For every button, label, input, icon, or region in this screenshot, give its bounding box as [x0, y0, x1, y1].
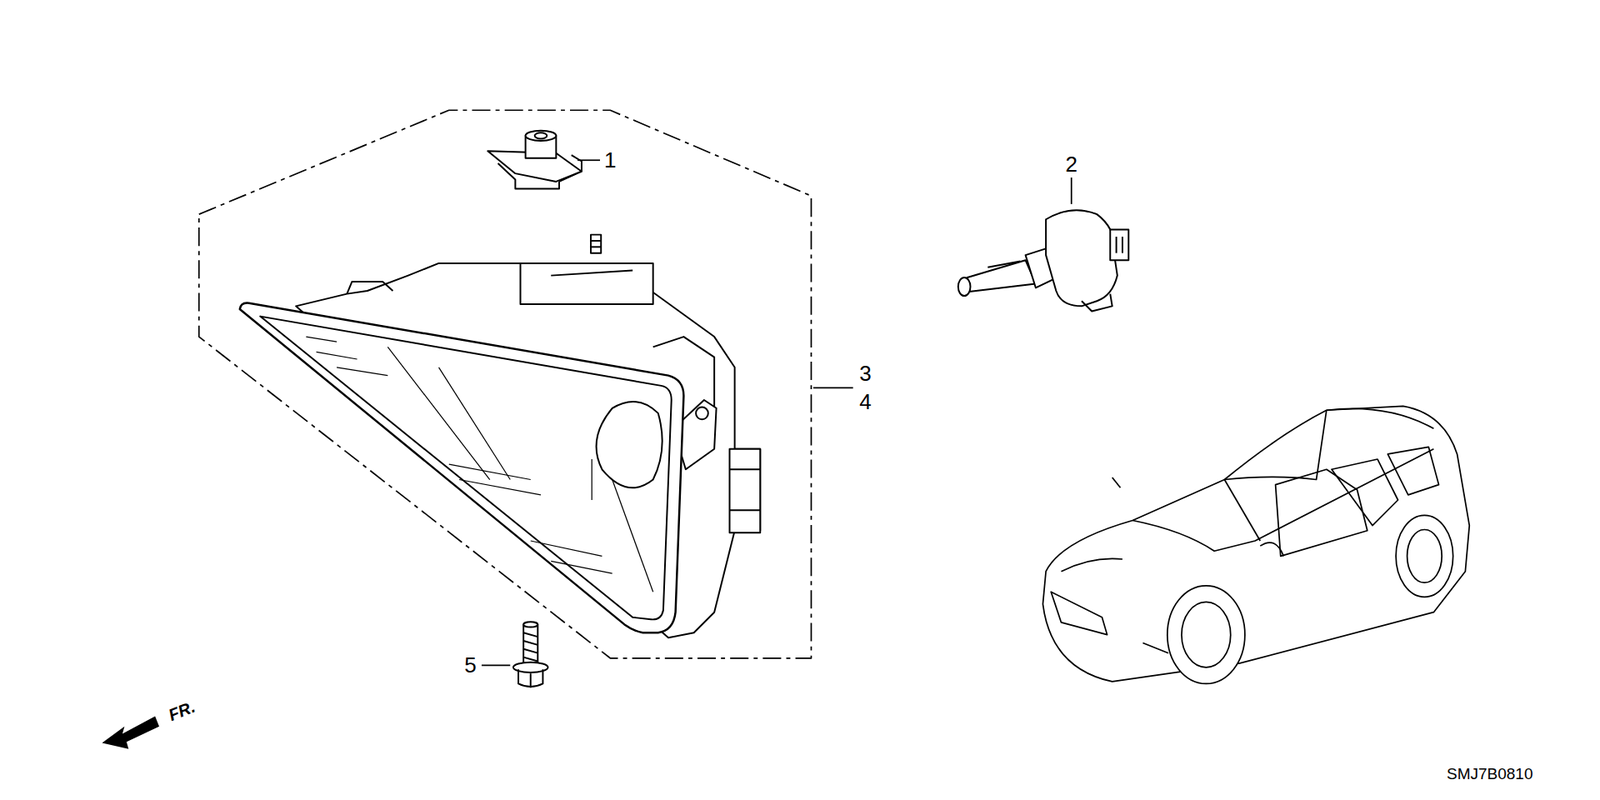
callout-number: 2 [1065, 153, 1077, 175]
callout-number: 4 [859, 390, 871, 413]
clip-nut [487, 130, 582, 190]
fog-bulb [958, 210, 1129, 311]
assembly-outline [199, 110, 812, 659]
direction-label: FR. [165, 698, 197, 725]
callout-number: 3 [859, 362, 871, 385]
diagram-code: SMJ7B0810 [1446, 765, 1534, 782]
flange-bolt [513, 621, 549, 688]
callout-number: 1 [604, 149, 616, 171]
front-arrow [101, 716, 160, 750]
callout-number: 5 [464, 654, 476, 676]
fog-lamp [240, 235, 760, 639]
car-outline [1042, 405, 1470, 684]
